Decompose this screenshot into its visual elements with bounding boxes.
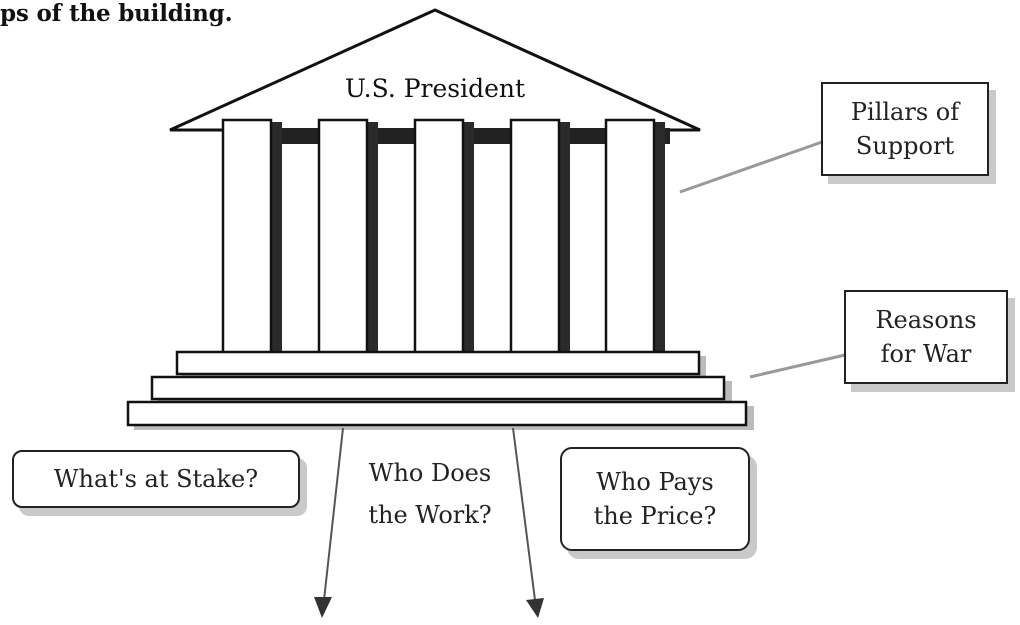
reasons-label-line-1: Reasons [875,306,977,334]
who-does-the-work-label: Who Does the Work? [340,452,520,536]
roof-pediment [169,8,701,132]
step-top [175,350,701,376]
steps-pointer-line [749,353,846,379]
pillars-pointer-line [679,140,823,194]
pillars-label-line-2: Support [855,132,955,160]
down-arrow-left [314,427,344,618]
step-middle [150,375,726,401]
work-label-line-2: the Work? [368,501,492,529]
step-bottom [126,400,748,427]
pillars-label-line-1: Pillars of [850,98,960,126]
pillar-4 [509,118,561,356]
pillar-5 [604,118,656,356]
pillar-3 [413,118,465,356]
whats-at-stake-box: What's at Stake? [12,450,300,508]
pillar-1 [221,118,273,356]
down-arrow-right [512,427,544,618]
pillar-2 [317,118,369,356]
price-label-line-2: the Price? [593,502,717,530]
intro-text: ps of the building. [0,0,233,27]
pillars [221,118,665,356]
work-label-line-1: Who Does [368,459,492,487]
reasons-for-war-box: Reasons for War [844,290,1008,384]
roof-label: U.S. President [345,74,525,103]
steps [126,350,754,430]
stake-label: What's at Stake? [53,465,259,493]
price-label-line-1: Who Pays [596,468,714,496]
pillars-of-support-box: Pillars of Support [821,82,989,176]
reasons-label-line-2: for War [880,340,972,368]
who-pays-the-price-box: Who Pays the Price? [560,447,750,551]
